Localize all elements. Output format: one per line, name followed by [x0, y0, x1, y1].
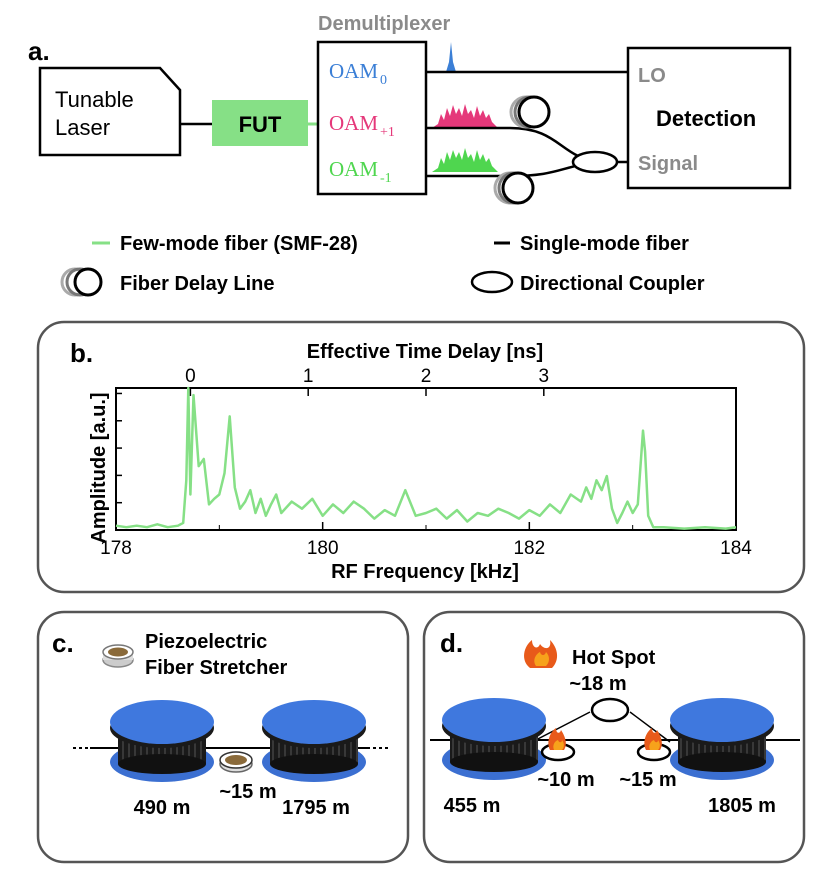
panel-d-loop	[590, 697, 630, 723]
legend-few-mode: Few-mode fiber (SMF-28)	[120, 233, 358, 255]
x-tick-label: 182	[513, 538, 545, 559]
panel-c-frame	[36, 610, 410, 864]
hot-spot-title: Hot Spot	[572, 647, 656, 669]
oam-plus1-label: OAM+1	[329, 111, 395, 140]
laser-label-line2: Laser	[55, 115, 110, 140]
lo-label: LO	[638, 65, 666, 87]
delay-line-upper	[509, 95, 551, 129]
x-tick-label: 184	[720, 538, 752, 559]
spool-d-left	[442, 698, 546, 780]
panel-d-len-mid-left: ~10 m	[537, 769, 594, 791]
panel-b-label: b.	[70, 338, 93, 368]
piezo-title-line2: Fiber Stretcher	[145, 657, 287, 679]
spool-left	[110, 700, 214, 782]
hot-spot-left	[540, 728, 576, 762]
legend-delay-line: Fiber Delay Line	[120, 273, 275, 295]
panel-d-label: d.	[440, 628, 463, 658]
oam-plus1-spectrum	[432, 104, 498, 128]
panel-d-len-left: 455 m	[444, 795, 501, 817]
panel-d-len-right: 1805 m	[708, 795, 776, 817]
hot-spot-right	[636, 728, 672, 762]
oam0-spectrum	[438, 42, 468, 72]
signal-label: Signal	[638, 153, 698, 175]
panel-b: b. Effective Time Delay [ns] Amplitude […	[36, 320, 806, 594]
y-axis-title: Amplitude [a.u.]	[88, 392, 110, 543]
top-tick-label: 0	[185, 366, 196, 387]
panel-d-loop-fiber	[531, 711, 671, 743]
panel-a-label: a.	[28, 36, 50, 66]
fut-label: FUT	[239, 112, 282, 137]
laser-label-line1: Tunable	[55, 87, 134, 112]
tunable-laser-box	[38, 66, 182, 157]
oam-minus1-spectrum	[432, 148, 498, 172]
panel-d-len-mid-right: ~15 m	[619, 769, 676, 791]
spool-right	[262, 700, 366, 782]
legend: Few-mode fiber (SMF-28) Single-mode fibe…	[60, 233, 705, 297]
spectrum-line	[115, 386, 737, 530]
piezo-stretcher-icon	[102, 644, 134, 668]
piezo-element	[219, 751, 253, 773]
panel-c: c. Piezoelectric Fiber Stretcher	[36, 610, 410, 864]
x-axis-title: RF Frequency [kHz]	[331, 561, 519, 583]
panel-c-label: c.	[52, 628, 74, 658]
top-tick-label: 1	[303, 366, 314, 387]
detection-label: Detection	[656, 106, 756, 131]
fut-box	[212, 100, 308, 146]
panel-c-len-right: 1795 m	[282, 797, 350, 819]
delay-line-icon	[60, 267, 103, 297]
spectrum-chart: 178 180 182 184 0 1 2 3	[100, 366, 752, 559]
panel-d-len-top: ~18 m	[569, 673, 626, 695]
demultiplexer-box	[316, 40, 428, 196]
legend-single-mode: Single-mode fiber	[520, 233, 689, 255]
demux-title: Demultiplexer	[318, 13, 450, 35]
panel-c-len-mid: ~15 m	[219, 781, 276, 803]
piezo-title-line1: Piezoelectric	[145, 631, 267, 653]
panel-d: d. Hot Spot ~18 m	[422, 610, 806, 864]
panel-c-len-left: 490 m	[134, 797, 191, 819]
delay-line-lower	[493, 171, 535, 205]
top-tick-label: 3	[539, 366, 550, 387]
detection-box	[626, 46, 792, 190]
panel-d-frame	[422, 610, 806, 864]
fire-icon	[524, 640, 558, 668]
x-tick-label: 178	[100, 538, 132, 559]
coupler-icon	[470, 270, 514, 294]
legend-coupler: Directional Coupler	[520, 273, 705, 295]
top-axis-title: Effective Time Delay [ns]	[307, 341, 543, 363]
spool-d-right	[670, 698, 774, 780]
panel-b-frame	[36, 320, 806, 594]
x-tick-label: 180	[307, 538, 339, 559]
directional-coupler	[571, 150, 619, 174]
oam-minus1-label: OAM-1	[329, 157, 392, 186]
top-tick-label: 2	[421, 366, 432, 387]
